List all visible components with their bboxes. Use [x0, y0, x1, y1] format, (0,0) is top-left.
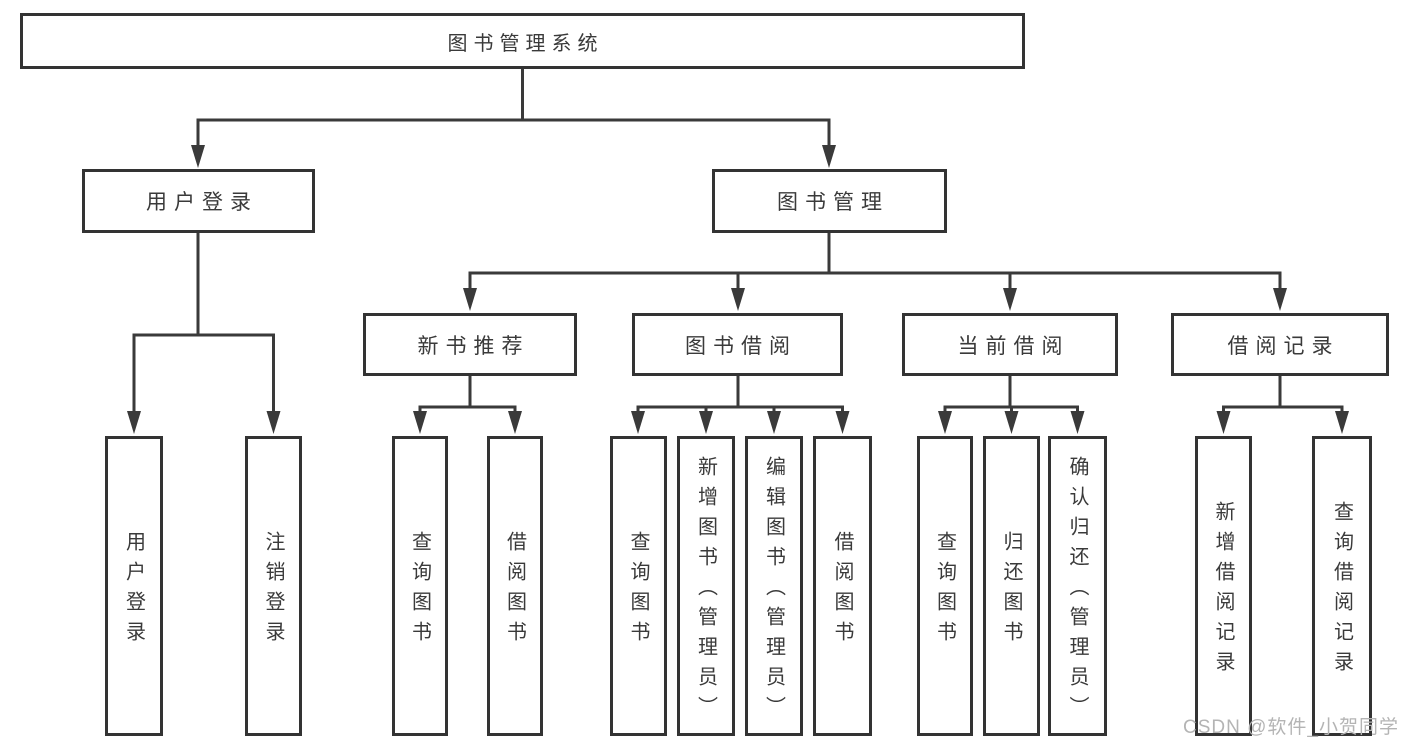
leaf-logout: 注销登录 — [245, 436, 302, 736]
node-root: 图书管理系统 — [20, 13, 1025, 69]
node-current-borrowing-label: 当前借阅 — [957, 334, 1070, 358]
leaf-confirm-return-admin: 确认归还（管理员） — [1048, 436, 1107, 736]
leaf-query-books-borrow-label: 查询图书 — [627, 531, 649, 651]
node-current-borrowing: 当前借阅 — [902, 313, 1118, 376]
node-book-management-label: 图书管理 — [777, 191, 889, 214]
leaf-query-books-current-label: 查询图书 — [933, 531, 956, 651]
leaf-user-login: 用户登录 — [105, 436, 163, 736]
leaf-borrow-books-label: 借阅图书 — [831, 531, 853, 651]
leaf-add-books-admin-label: 新增图书（管理员） — [694, 456, 717, 726]
node-root-label: 图书管理系统 — [447, 32, 604, 55]
node-book-borrowing-label: 图书借阅 — [685, 334, 797, 358]
leaf-query-books-recommend-label: 查询图书 — [408, 531, 431, 651]
node-new-book-recommendation: 新书推荐 — [363, 313, 577, 376]
node-borrowing-records-label: 借阅记录 — [1227, 334, 1340, 358]
leaf-query-books-recommend: 查询图书 — [392, 436, 448, 736]
node-book-management: 图书管理 — [712, 169, 947, 233]
leaf-edit-books-admin: 编辑图书（管理员） — [745, 436, 803, 736]
node-borrowing-records: 借阅记录 — [1171, 313, 1389, 376]
leaf-edit-books-admin-label: 编辑图书（管理员） — [762, 456, 785, 726]
watermark: CSDN @软件_小贺同学 — [1183, 717, 1399, 738]
leaf-query-books-current: 查询图书 — [917, 436, 973, 736]
leaf-logout-label: 注销登录 — [262, 531, 284, 651]
leaf-return-books: 归还图书 — [983, 436, 1040, 736]
node-user-login: 用户登录 — [82, 169, 315, 233]
leaf-borrow-books-recommend-label: 借阅图书 — [503, 531, 526, 651]
leaf-borrow-books: 借阅图书 — [813, 436, 872, 736]
leaf-query-borrow-record-label: 查询借阅记录 — [1330, 501, 1353, 681]
leaf-query-books-borrow: 查询图书 — [610, 436, 667, 736]
node-user-login-label: 用户登录 — [146, 191, 258, 214]
leaf-return-books-label: 归还图书 — [1000, 531, 1022, 651]
leaf-add-books-admin: 新增图书（管理员） — [677, 436, 735, 736]
leaf-confirm-return-admin-label: 确认归还（管理员） — [1066, 456, 1088, 726]
leaf-add-borrow-record-label: 新增借阅记录 — [1212, 501, 1234, 681]
leaf-borrow-books-recommend: 借阅图书 — [487, 436, 543, 736]
leaf-query-borrow-record: 查询借阅记录 — [1312, 436, 1372, 736]
leaf-user-login-label: 用户登录 — [122, 531, 145, 651]
leaf-add-borrow-record: 新增借阅记录 — [1195, 436, 1252, 736]
node-book-borrowing: 图书借阅 — [632, 313, 843, 376]
node-new-book-recommendation-label: 新书推荐 — [417, 334, 530, 358]
